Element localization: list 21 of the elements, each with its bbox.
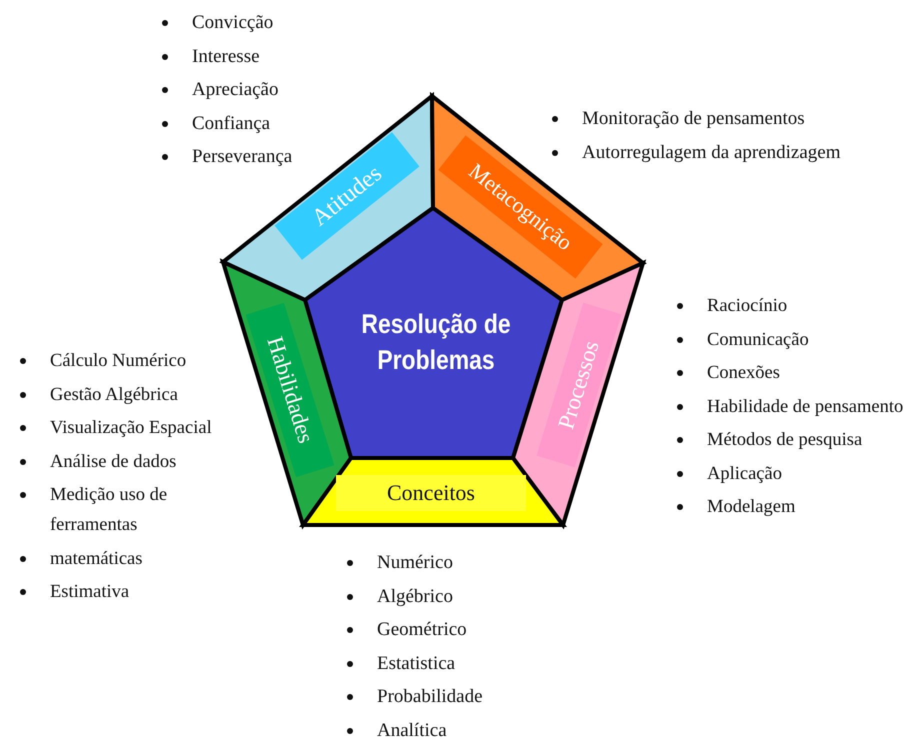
bullet-item: Aplicação	[675, 458, 906, 488]
bullet-item: Analítica	[345, 716, 585, 740]
bullet-item: Habilidade de pensamento	[675, 392, 906, 422]
bullet-item: Numérico	[345, 548, 585, 578]
bullet-item: Algébrico	[345, 582, 585, 612]
bullet-item: Comunicação	[675, 324, 906, 354]
bullet-item: Raciocínio	[675, 291, 906, 321]
bullet-item: matemáticas	[18, 544, 250, 574]
bullet-item: Probabilidade	[345, 682, 585, 712]
bullet-item: Apreciação	[160, 75, 380, 105]
bullet-item: Monitoração de pensamentos	[550, 104, 906, 134]
bullet-item: Estatistica	[345, 648, 585, 678]
bullet-item: Interesse	[160, 42, 380, 72]
bullet-item: Estimativa	[18, 577, 250, 607]
bullet-item: Convicção	[160, 8, 380, 38]
bullet-item: Conexões	[675, 358, 906, 388]
segment-label: Conceitos	[336, 475, 526, 511]
center-title: Resolução de Problemas	[360, 308, 512, 377]
bullet-item: Modelagem	[675, 492, 906, 522]
bullet-item: Métodos de pesquisa	[675, 425, 906, 455]
bullet-item: Geométrico	[345, 615, 585, 645]
